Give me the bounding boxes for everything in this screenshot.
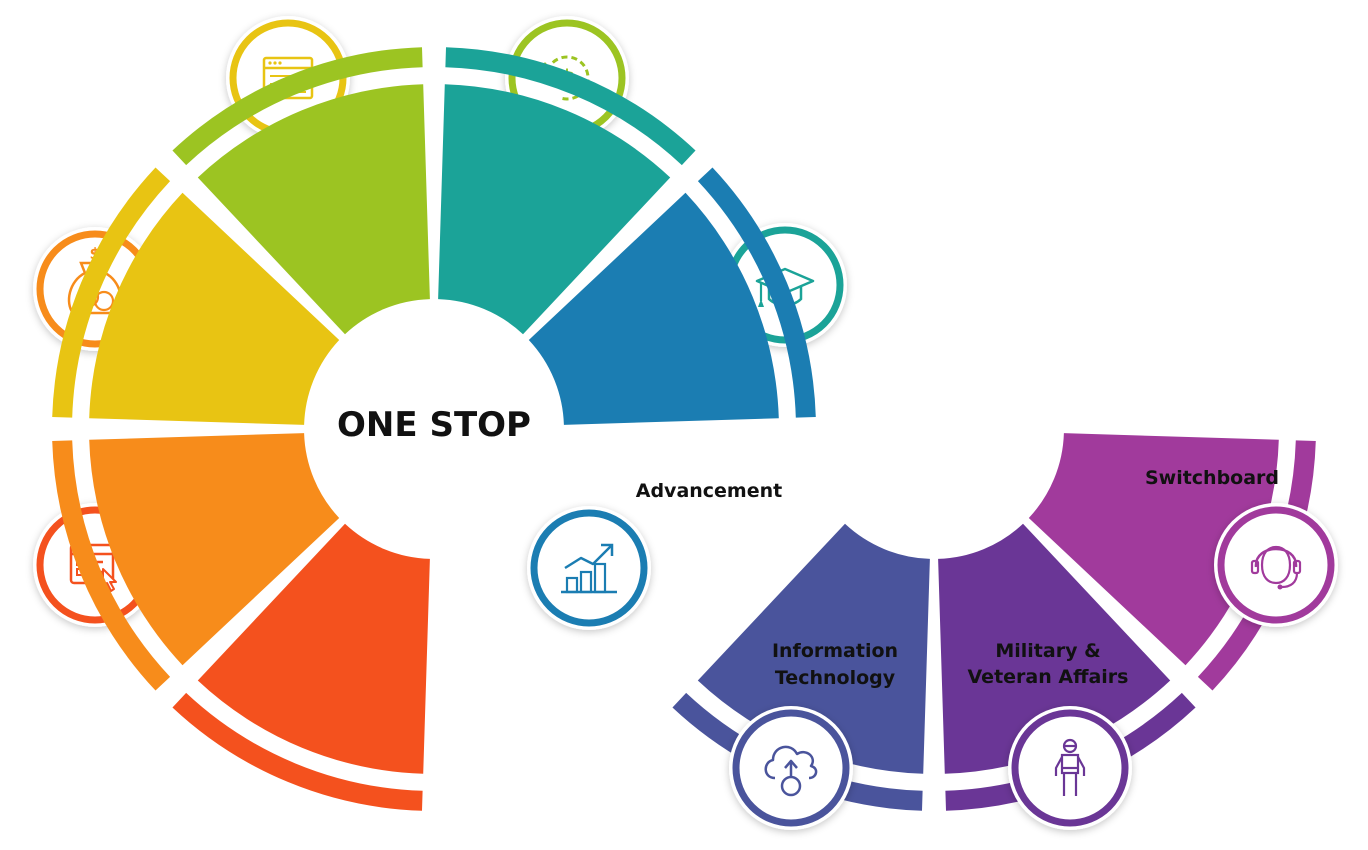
segment-switchboard: Switchboard: [1028, 433, 1338, 691]
segment-wedge-switchboard: [1028, 433, 1279, 666]
segment-ring-bursar: [172, 47, 423, 166]
segment-wedge-information-technology: [697, 523, 930, 774]
segment-wedge-tutoring: [438, 84, 671, 335]
segment-label-advancement: Advancement: [636, 480, 782, 502]
headset-icon: [1250, 545, 1302, 590]
icon-badge-information-technology: [729, 706, 853, 830]
segment-wedge-advancement: [528, 192, 779, 425]
soldier-icon: [1054, 738, 1086, 796]
segment-ring-financial-aid: [52, 440, 171, 691]
cloud-upload-icon: [764, 745, 818, 797]
segment-label-line: Military &: [995, 640, 1100, 662]
segment-military-veteran-affairs: Military & Veteran Affairs: [938, 523, 1196, 830]
segment-ring-registrar: [52, 167, 171, 418]
segment-label-line: Advancement: [636, 480, 782, 502]
segment-wedge-military-veteran-affairs: [938, 523, 1171, 774]
icon-badge-switchboard: [1214, 503, 1338, 627]
segment-label-line: Technology: [775, 667, 896, 689]
hub-title: ONE STOP: [337, 405, 531, 445]
segment-wedge-registrar: [89, 192, 340, 425]
growth-chart-icon: [561, 543, 617, 594]
segment-ring-tutoring: [445, 47, 696, 166]
segment-label-line: Information: [772, 640, 898, 662]
segment-wedge-financial-aid: [89, 433, 340, 666]
segment-label-switchboard: Switchboard: [1145, 467, 1279, 489]
segment-label-line: Veteran Affairs: [968, 666, 1129, 688]
segment-ring-admissions: [172, 692, 423, 811]
segments-layer: AdmissionsFinancial Aid$RegistrarBursar$…: [33, 16, 1338, 830]
segment-wedge-admissions: [197, 523, 430, 774]
icon-badge-military-veteran-affairs: [1008, 706, 1132, 830]
segment-label-line: Switchboard: [1145, 467, 1279, 489]
icon-badge-advancement: [527, 506, 651, 630]
segment-ring-advancement: [697, 167, 816, 418]
segment-wedge-bursar: [197, 84, 430, 335]
segment-advancement: Advancement: [527, 167, 816, 630]
segment-label-military-veteran-affairs: Military & Veteran Affairs: [968, 640, 1129, 688]
